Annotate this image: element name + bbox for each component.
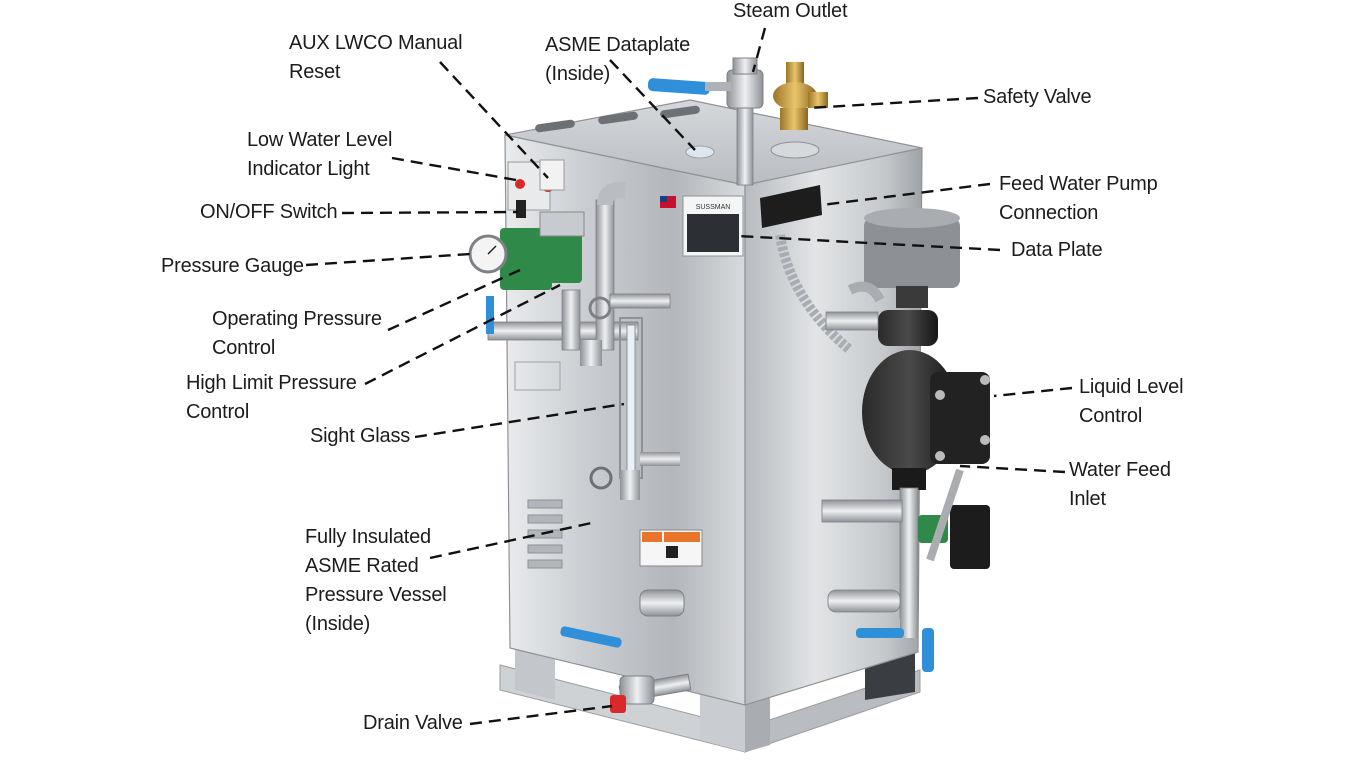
label-asme-dataplate: ASME Dataplate (Inside) (545, 34, 691, 85)
label-high-limit: High Limit Pressure Control (186, 372, 357, 423)
leader-asme-dataplate (609, 59, 696, 151)
label-water-feed: Water Feed Inlet (1069, 459, 1171, 510)
label-pressure-gauge: Pressure Gauge (161, 255, 304, 277)
label-sight-glass: Sight Glass (310, 425, 411, 447)
label-insulated-vessel: Fully Insulated ASME Rated Pressure Vess… (305, 526, 447, 635)
control-cluster (468, 159, 671, 366)
label-aux-lwco: AUX LWCO Manual Reset (289, 32, 463, 83)
safety-valve (770, 62, 828, 159)
pressure-canister (775, 208, 960, 354)
label-steam-outlet: Steam Outlet (733, 0, 848, 22)
leader-sight-glass (414, 402, 625, 439)
drain-valve (560, 626, 692, 713)
leader-low-water (391, 156, 517, 182)
leader-aux-lwco (439, 61, 549, 179)
label-liquid-level: Liquid Level Control (1079, 376, 1184, 427)
leader-liquid-level (993, 386, 1073, 398)
leader-insulated-vessel (429, 520, 597, 560)
leader-water-feed (959, 464, 1066, 474)
leader-operating-pressure (387, 268, 521, 332)
leader-high-limit (364, 283, 561, 386)
label-operating-pressure: Operating Pressure Control (212, 308, 382, 359)
top-vents (535, 105, 700, 133)
sight-glass (589, 317, 680, 500)
label-feed-pump: Feed Water Pump Connection (999, 173, 1158, 224)
leader-drain-valve (469, 704, 613, 726)
leader-data-plate (737, 234, 1001, 252)
leader-on-off (341, 210, 519, 215)
leader-steam-outlet (751, 27, 767, 73)
water-feed-piping (821, 468, 990, 672)
label-on-off: ON/OFF Switch (200, 201, 338, 223)
leader-pressure-gauge (305, 252, 471, 267)
label-safety-valve: Safety Valve (983, 86, 1092, 108)
leader-safety-valve (807, 96, 979, 110)
liquid-level-control (825, 310, 990, 490)
brand-plate-text: SUSSMAN (696, 204, 731, 211)
label-data-plate: Data Plate (1011, 239, 1103, 261)
label-drain-valve: Drain Valve (363, 712, 463, 734)
leader-feed-pump (821, 182, 991, 207)
label-low-water: Low Water Level Indicator Light (247, 129, 393, 180)
